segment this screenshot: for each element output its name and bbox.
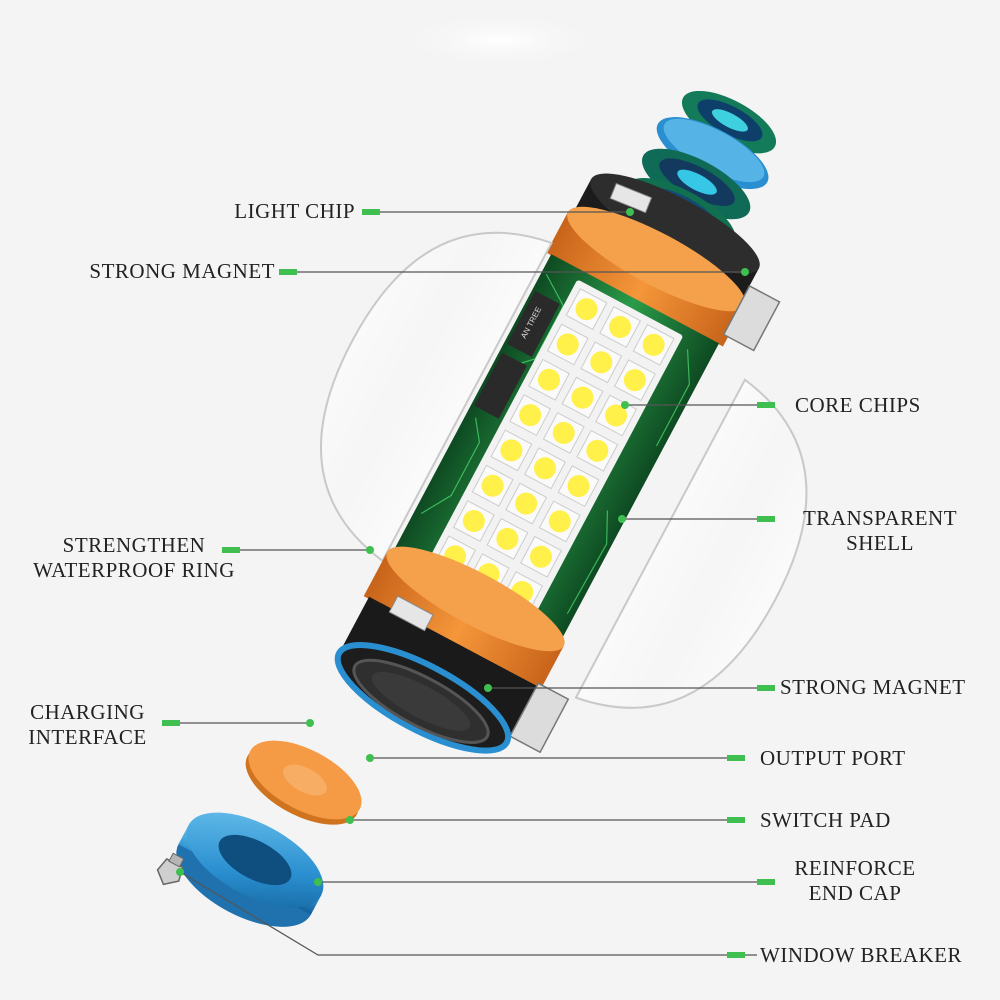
label-strengthen-waterproof-ring: STRENGTHEN WATERPROOF RING [33, 533, 235, 582]
led-chip [481, 474, 504, 497]
led-chip [462, 510, 485, 533]
led-chip [586, 439, 609, 462]
led-chip [500, 439, 523, 462]
led-chip [537, 368, 560, 391]
switch-pad [245, 740, 362, 825]
label-transparent-shell: TRANSPARENT SHELL [802, 506, 958, 555]
label-output-port: OUTPUT PORT [760, 746, 906, 770]
led-chip [590, 351, 613, 374]
led-chip [575, 298, 598, 321]
led-chip [533, 457, 556, 480]
flashlight-body: AN TREE [319, 90, 808, 754]
led-chip [556, 333, 579, 356]
led-chip [519, 404, 542, 427]
reinforce-end-cap [176, 812, 324, 927]
leader-markers [162, 208, 775, 958]
led-chip [642, 333, 665, 356]
led-chip [567, 475, 590, 498]
led-chip [529, 545, 552, 568]
led-chip [605, 404, 628, 427]
top-glow [390, 10, 610, 70]
leader-lines [179, 211, 757, 956]
led-grid [434, 288, 675, 614]
led-chip [623, 369, 646, 392]
transparent-shell-right [574, 378, 808, 709]
label-switch-pad: SWITCH PAD [760, 808, 891, 832]
label-core-chips: CORE CHIPS [795, 393, 921, 417]
magnet-bottom [509, 682, 570, 754]
label-charging-interface: CHARGING INTERFACE [28, 700, 147, 749]
led-chip [609, 315, 632, 338]
led-chip [496, 527, 519, 550]
led-chip [515, 492, 538, 515]
window-breaker [156, 852, 185, 886]
label-window-breaker: WINDOW BREAKER [760, 943, 963, 967]
label-strong-magnet-top: STRONG MAGNET [89, 259, 275, 283]
led-chip [548, 510, 571, 533]
magnet-top [722, 284, 781, 352]
label-light-chip: LIGHT CHIP [234, 199, 355, 223]
transparent-shell-left [319, 231, 553, 563]
label-reinforce-end-cap: REINFORCE END CAP [794, 856, 916, 905]
label-strong-magnet-bottom: STRONG MAGNET [780, 675, 966, 699]
led-chip [552, 421, 575, 444]
led-panel [425, 280, 683, 622]
led-chip [571, 386, 594, 409]
